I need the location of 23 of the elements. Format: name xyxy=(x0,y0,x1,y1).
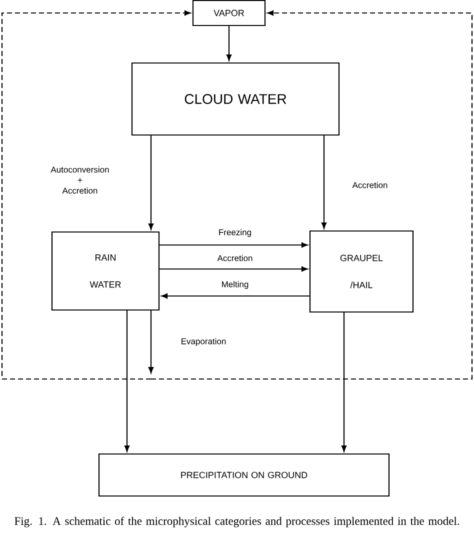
arrow xyxy=(148,310,154,374)
arrow xyxy=(226,26,232,61)
process-box: RAIN WATER xyxy=(51,231,160,311)
arrow xyxy=(148,136,154,230)
arrow xyxy=(341,312,347,452)
dashed-arrow xyxy=(151,10,473,380)
dashed-arrow xyxy=(1,10,191,380)
arrow xyxy=(161,293,310,299)
caption: Fig. 1. A schematic of the microphysical categories and processes implemented in the model. xyxy=(14,516,460,528)
process-box: CLOUD WATER xyxy=(131,62,340,136)
process-box: PRECIPITATION ON GROUND xyxy=(98,453,390,497)
process-box: VAPOR xyxy=(192,0,266,26)
arrow xyxy=(124,310,130,452)
edge-label: Accretion xyxy=(352,182,388,188)
arrow xyxy=(321,136,327,229)
edge-label: Melting xyxy=(222,281,248,289)
process-box: GRAUPEL /HAIL xyxy=(309,230,414,313)
edge-label: Evaporation xyxy=(182,338,226,346)
arrow xyxy=(160,266,308,272)
arrow xyxy=(160,242,308,248)
edge-label: Accretion xyxy=(217,254,252,262)
edge-label: Autoconversion + Accretion xyxy=(50,166,109,194)
edge-label: Freezing xyxy=(219,229,251,237)
